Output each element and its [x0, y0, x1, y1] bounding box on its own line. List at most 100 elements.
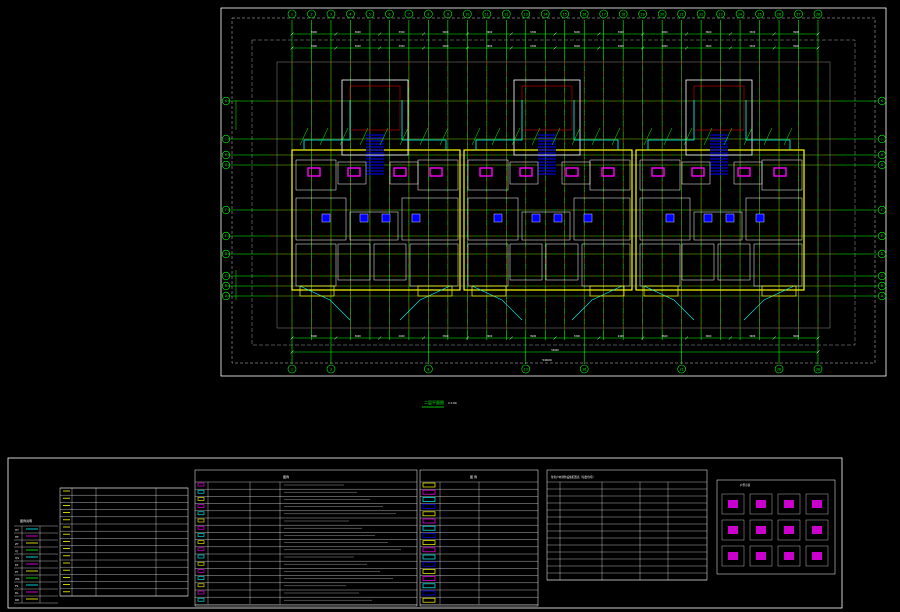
grid-label-right: C [881, 274, 884, 278]
grid-bubble-bottom [521, 364, 531, 374]
dim-top-2-tick [377, 46, 382, 50]
dim-top-label: 3600 [574, 31, 581, 34]
grid-label-bottom: 26 [777, 367, 781, 371]
dim-top-2-label: 3900 [311, 45, 318, 48]
dim-top-label: 3300 [749, 31, 756, 34]
grid-label-left: B [225, 284, 227, 288]
grid-label-left: G [225, 163, 228, 167]
annotation-leader [571, 127, 581, 146]
unit-cell [721, 493, 745, 515]
grid-label-bottom: 21 [680, 367, 684, 371]
caption-text: 二层平面图 [424, 399, 444, 405]
dim-top-2-label: 3600 [355, 45, 362, 48]
annotation-leader [683, 127, 693, 146]
grid-bubble-bottom [813, 364, 823, 374]
grid-bubble-right [877, 205, 887, 215]
annotation-leader [339, 127, 349, 146]
kitchen-fixture [773, 167, 787, 177]
annotation-leader [663, 127, 673, 146]
room-outline [639, 159, 681, 191]
annotation-leader [319, 127, 329, 146]
dim-bottom-tick [377, 336, 382, 340]
grid-bubble-top [618, 9, 628, 19]
dim-bottom-tick [334, 336, 338, 340]
axis-lines [228, 20, 878, 364]
dim-top-label: 3900 [662, 31, 669, 34]
grid-bubble-left [221, 134, 231, 144]
dim-bottom-tick [772, 336, 776, 340]
dim-bottom-label: 3600 [355, 335, 362, 338]
unit-cell-fill [728, 526, 738, 534]
grid-bubble-bottom [774, 364, 784, 374]
unit-cell-fill [812, 500, 822, 508]
dimension-lines: 3900 3600 3300 3900 3900 3300 3600 3900 3900 3600… [235, 31, 820, 354]
grid-label-top: 11 [485, 12, 489, 16]
room-outline [349, 211, 399, 241]
equipment-block [359, 213, 369, 223]
room-outline [467, 243, 509, 287]
grid-bubble-bottom [424, 364, 433, 374]
building-unit [463, 79, 633, 321]
grid-bubble-top [326, 9, 336, 19]
grid-label-right: J [881, 137, 883, 141]
dim-top-2-label: 3900 [486, 45, 493, 48]
plan-frame [220, 7, 887, 377]
dim-top-2-tick [816, 46, 820, 50]
grid-bubble-top [346, 9, 355, 19]
grid-label-bottom: 13 [524, 367, 528, 371]
dim-top-label: 3600 [355, 31, 362, 34]
table-2-symbol [197, 482, 205, 487]
room-outline [337, 161, 367, 185]
table-3-symbol [422, 489, 436, 495]
caption-scale: 1:100 [448, 401, 457, 405]
dim-top-2-tick [597, 46, 601, 50]
dim-top-2-label: 3600 [574, 45, 581, 48]
room-outline [639, 243, 681, 287]
grid-bubble-left [221, 281, 231, 291]
annotation-leader [551, 127, 561, 146]
dim-bottom-tick [553, 336, 557, 340]
grid-bubble-top [813, 9, 823, 19]
kitchen-fixture [691, 167, 705, 177]
dim-top-tick [684, 32, 689, 36]
equipment-block [755, 213, 765, 223]
annotation-leader [399, 127, 409, 146]
grid-bubble-right [877, 150, 887, 160]
dim-top-tick [421, 32, 426, 36]
pipe-run [745, 100, 791, 150]
kitchen-fixture [651, 167, 665, 177]
grid-bubble-left [221, 205, 231, 215]
dim-top-2-label: 3300 [530, 45, 537, 48]
annotation-leader [299, 127, 309, 146]
unit-cell [749, 493, 773, 515]
grid-bubble-bottom [579, 364, 589, 374]
dim-bottom-label: 3900 [705, 335, 712, 338]
kitchen-fixture [737, 167, 751, 177]
grid-bubble-left [221, 160, 231, 170]
dim-top-tick [334, 32, 338, 36]
dim-top-label: 3300 [530, 31, 537, 34]
grid-label-top: 14 [543, 12, 547, 16]
dim-top-2-tick [728, 46, 733, 50]
room-outline [467, 159, 509, 191]
dim-overall-tick [290, 350, 294, 354]
grid-label-top: 21 [680, 12, 684, 16]
grid-label-right: K [881, 99, 884, 103]
balcony [761, 285, 797, 297]
dim-top-label: 3900 [486, 31, 493, 34]
kitchen-fixture [347, 167, 361, 177]
unit-cell-fill [812, 552, 822, 560]
pipe-run [475, 100, 523, 150]
table-1-code: QS [15, 556, 19, 560]
grid-label-top: 18 [621, 12, 625, 16]
dim-top-tick [290, 32, 294, 36]
grid-label-right: F [881, 208, 883, 212]
stair-core [513, 79, 581, 156]
grid-label-left: E [225, 234, 227, 238]
table-1-code: WS [15, 577, 20, 581]
unit-cell [805, 519, 829, 541]
annotation-leader [743, 127, 753, 146]
dim-top-tick [772, 32, 776, 36]
